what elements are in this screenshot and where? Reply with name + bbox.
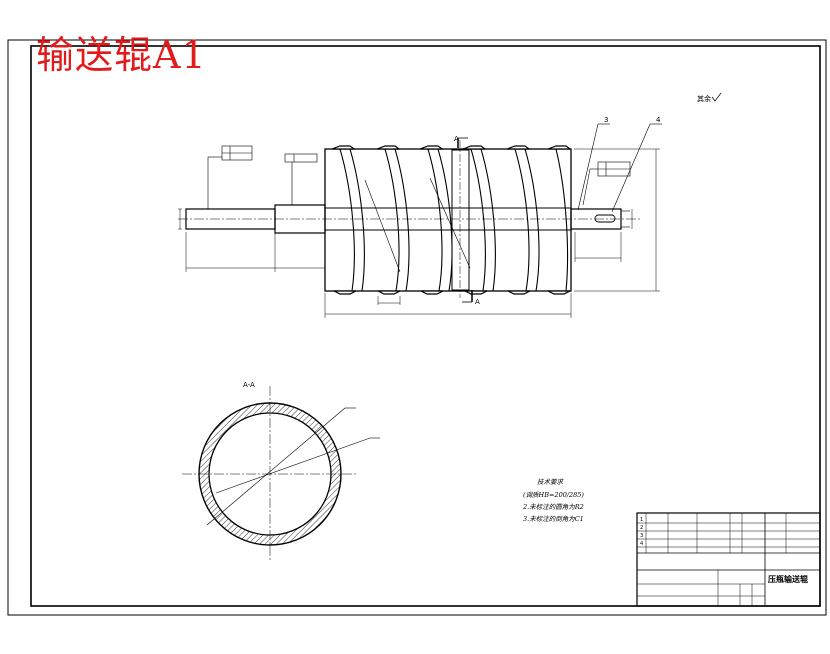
roller-main-view bbox=[178, 140, 642, 298]
roughness-note: 其余 bbox=[697, 92, 722, 103]
dimension-lines bbox=[178, 148, 660, 318]
title-block-row-2: 2 bbox=[640, 525, 643, 531]
balloon-3: 3 bbox=[604, 116, 608, 124]
section-cut-markers: A A bbox=[454, 135, 480, 306]
outer-border bbox=[7, 39, 827, 616]
tech-req-heading: 技术要求 bbox=[537, 478, 565, 486]
balloon-4: 4 bbox=[656, 116, 661, 124]
drum-body bbox=[324, 148, 572, 292]
tolerance-frames bbox=[207, 145, 631, 209]
cut-label-top: A bbox=[454, 135, 459, 143]
drawing-name: 压瓶输送辊 bbox=[768, 574, 808, 584]
tech-req-line-1: (调质HB=200/285) bbox=[523, 491, 584, 499]
helical-flights bbox=[331, 145, 572, 295]
technical-requirements: 技术要求 (调质HB=200/285) 2.未标注的圆角为R2 3.未标注的倒角… bbox=[522, 478, 584, 523]
section-cut-strip bbox=[451, 149, 470, 291]
section-view-a-a bbox=[182, 386, 380, 560]
tech-req-line-2: 2.未标注的圆角为R2 bbox=[522, 503, 584, 511]
inner-border bbox=[30, 45, 821, 607]
keyway bbox=[594, 214, 616, 223]
title-block-row-4: 4 bbox=[640, 541, 643, 547]
section-label: A-A bbox=[243, 381, 255, 389]
title-block-row-1: 1 bbox=[640, 517, 643, 523]
cut-label-bottom: A bbox=[475, 298, 480, 306]
roughness-note-text: 其余 bbox=[697, 94, 711, 103]
drawing-title: 输送辊A1 bbox=[36, 33, 207, 77]
title-block-row-3: 3 bbox=[640, 533, 643, 539]
right-shaft bbox=[570, 208, 622, 230]
helical-flight-lines bbox=[339, 148, 569, 292]
title-block bbox=[636, 512, 821, 607]
tech-req-line-3: 3.未标注的倒角为C1 bbox=[523, 515, 584, 523]
balloon-leaders bbox=[577, 123, 662, 213]
